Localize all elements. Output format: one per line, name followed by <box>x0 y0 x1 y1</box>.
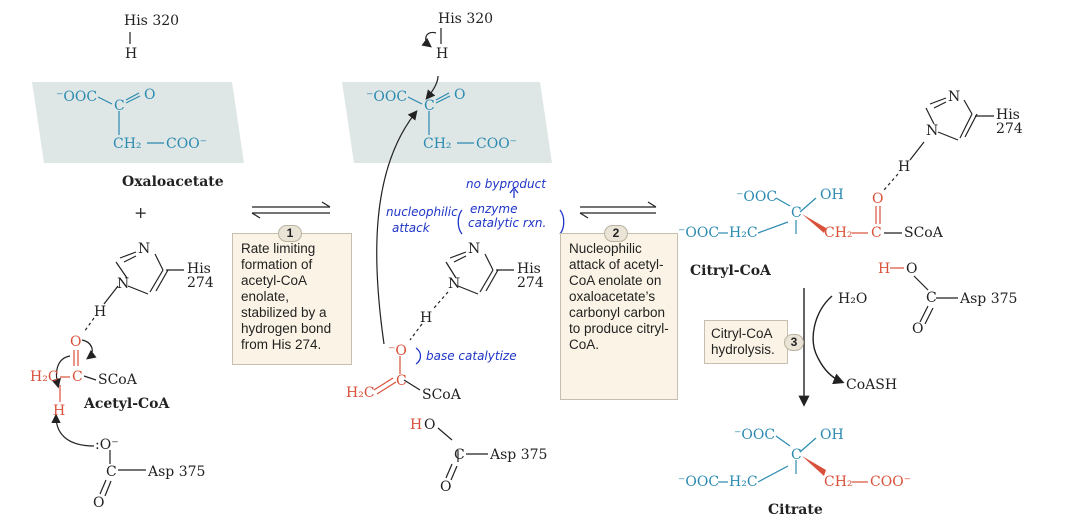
enolate-c: C <box>396 373 407 389</box>
his320-h-middle: H <box>436 46 449 62</box>
oxaloacetate-c: C <box>114 98 125 114</box>
asp375-label-middle: Asp 375 <box>490 447 548 463</box>
handwritten-enzyme: enzyme <box>470 202 518 216</box>
citryl-ch2: CH₂ <box>824 225 853 241</box>
oxaloacetate-name: Oxaloacetate <box>122 174 224 190</box>
citryl-scoa: SCoA <box>904 225 943 241</box>
citryl-ooc-top: ⁻OOC <box>736 189 778 205</box>
acetyl-o: O <box>70 334 82 350</box>
citrate-oh: OH <box>820 427 844 443</box>
handwritten-base-catalytize: base catalytize <box>426 349 517 363</box>
his274-h-right: H <box>898 159 911 175</box>
acetyl-h2c: H₂C <box>30 369 59 385</box>
step2-text: Nucleophilic attack of acetyl-CoA enolat… <box>569 241 669 352</box>
water-label: H₂O <box>838 291 868 307</box>
acetyl-c: C <box>72 369 83 385</box>
handwritten-nucleophilic: nucleophilic <box>386 205 458 219</box>
asp375-c-right: C <box>926 290 937 306</box>
asp375-o-middle: O <box>440 479 452 495</box>
step1-text: Rate limiting formation of acetyl-CoA en… <box>241 241 332 352</box>
asp375-h-middle: H <box>410 417 423 433</box>
asp375-h-right: H <box>878 261 891 277</box>
acetyl-scoa: SCoA <box>98 372 137 388</box>
citryl-c: C <box>791 205 802 221</box>
asp375-c-middle: C <box>454 447 465 463</box>
oxaloacetate-ooc-middle: ⁻OOC <box>366 89 408 105</box>
citryl-coa-name: Citryl-CoA <box>690 263 771 279</box>
active-site-plane-left <box>32 82 244 163</box>
his274-his: His <box>187 261 211 277</box>
citrate-ch2: CH₂ <box>824 474 853 490</box>
acetyl-coa-name: Acetyl-CoA <box>84 396 170 412</box>
his320-h: H <box>125 46 138 62</box>
citrate-c: C <box>791 447 802 463</box>
his274-n-bottom-middle: N <box>448 276 461 292</box>
oxaloacetate-o-middle: O <box>454 87 466 103</box>
asp375-label-right: Asp 375 <box>960 291 1018 307</box>
oxaloacetate-coo: COO⁻ <box>166 136 208 152</box>
oxaloacetate-ch2-middle: CH₂ <box>423 136 452 152</box>
oxaloacetate-coo-middle: COO⁻ <box>476 136 518 152</box>
step2-description-box: Nucleophilic attack of acetyl-CoA enolat… <box>560 233 678 400</box>
citrate-ooc-top: ⁻OOC <box>734 427 776 443</box>
asp375-o-right: O <box>912 321 924 337</box>
his274-n-top-right: N <box>948 89 961 105</box>
his274-n-bottom-right: N <box>926 123 939 139</box>
plus-sign: + <box>134 203 148 222</box>
his274-his-right: His <box>996 107 1020 123</box>
oxaloacetate-c-middle: C <box>424 98 435 114</box>
asp375-label: Asp 375 <box>148 464 206 480</box>
his274-n-top-middle: N <box>468 241 481 257</box>
handwritten-catalytic: catalytic rxn. <box>468 216 547 230</box>
citryl-h2c: H₂C <box>729 225 758 241</box>
acetyl-h: H <box>53 403 66 419</box>
asp375-o: O <box>93 495 105 511</box>
his274-n-top: N <box>138 241 151 257</box>
citrate-ooc-left: ⁻OOC <box>678 474 720 490</box>
his274-n-bottom: N <box>117 276 130 292</box>
oxaloacetate-ooc: ⁻OOC <box>56 89 98 105</box>
his274-num-middle: 274 <box>517 275 544 291</box>
step3-text: Citryl-CoA hydrolysis. <box>711 326 775 357</box>
citrate-name: Citrate <box>768 502 823 518</box>
handwritten-no-byproduct: no byproduct <box>466 177 546 191</box>
enolate-scoa: SCoA <box>422 387 461 403</box>
step2-badge: 2 <box>604 225 628 242</box>
his274-his-middle: His <box>517 261 541 277</box>
his274-num-right: 274 <box>996 121 1023 137</box>
step1-badge: 1 <box>278 225 302 242</box>
citrate-h2c: H₂C <box>729 474 758 490</box>
active-site-plane-middle <box>342 82 552 163</box>
enolate-o-minus: ⁻O <box>388 343 407 359</box>
citryl-ooc-left: ⁻OOC <box>678 225 720 241</box>
his274-num: 274 <box>187 275 214 291</box>
his320-label: His 320 <box>124 13 180 29</box>
enolate-h2c: H₂C <box>346 385 375 401</box>
his320-label-middle: His 320 <box>438 11 494 27</box>
citryl-o: O <box>872 191 884 207</box>
step1-description-box: Rate limiting formation of acetyl-CoA en… <box>232 233 352 365</box>
citrate-coo: COO⁻ <box>870 474 912 490</box>
his274-h-middle: H <box>420 310 433 326</box>
asp375-c: C <box>106 464 117 480</box>
his274-h: H <box>94 304 107 320</box>
oxaloacetate-ch2: CH₂ <box>113 136 142 152</box>
handwritten-attack: attack <box>392 221 430 235</box>
step3-description-box: Citryl-CoA hydrolysis. <box>704 320 788 364</box>
step3-badge: 3 <box>784 334 804 351</box>
asp375-o-top-middle: O <box>424 417 436 433</box>
citryl-oh: OH <box>820 187 844 203</box>
asp375-o-minus: :O⁻ <box>95 437 119 453</box>
citryl-c2: C <box>871 225 882 241</box>
coash-label: CoASH <box>846 377 898 393</box>
oxaloacetate-o: O <box>144 87 156 103</box>
asp375-o-top-right: O <box>906 261 918 277</box>
